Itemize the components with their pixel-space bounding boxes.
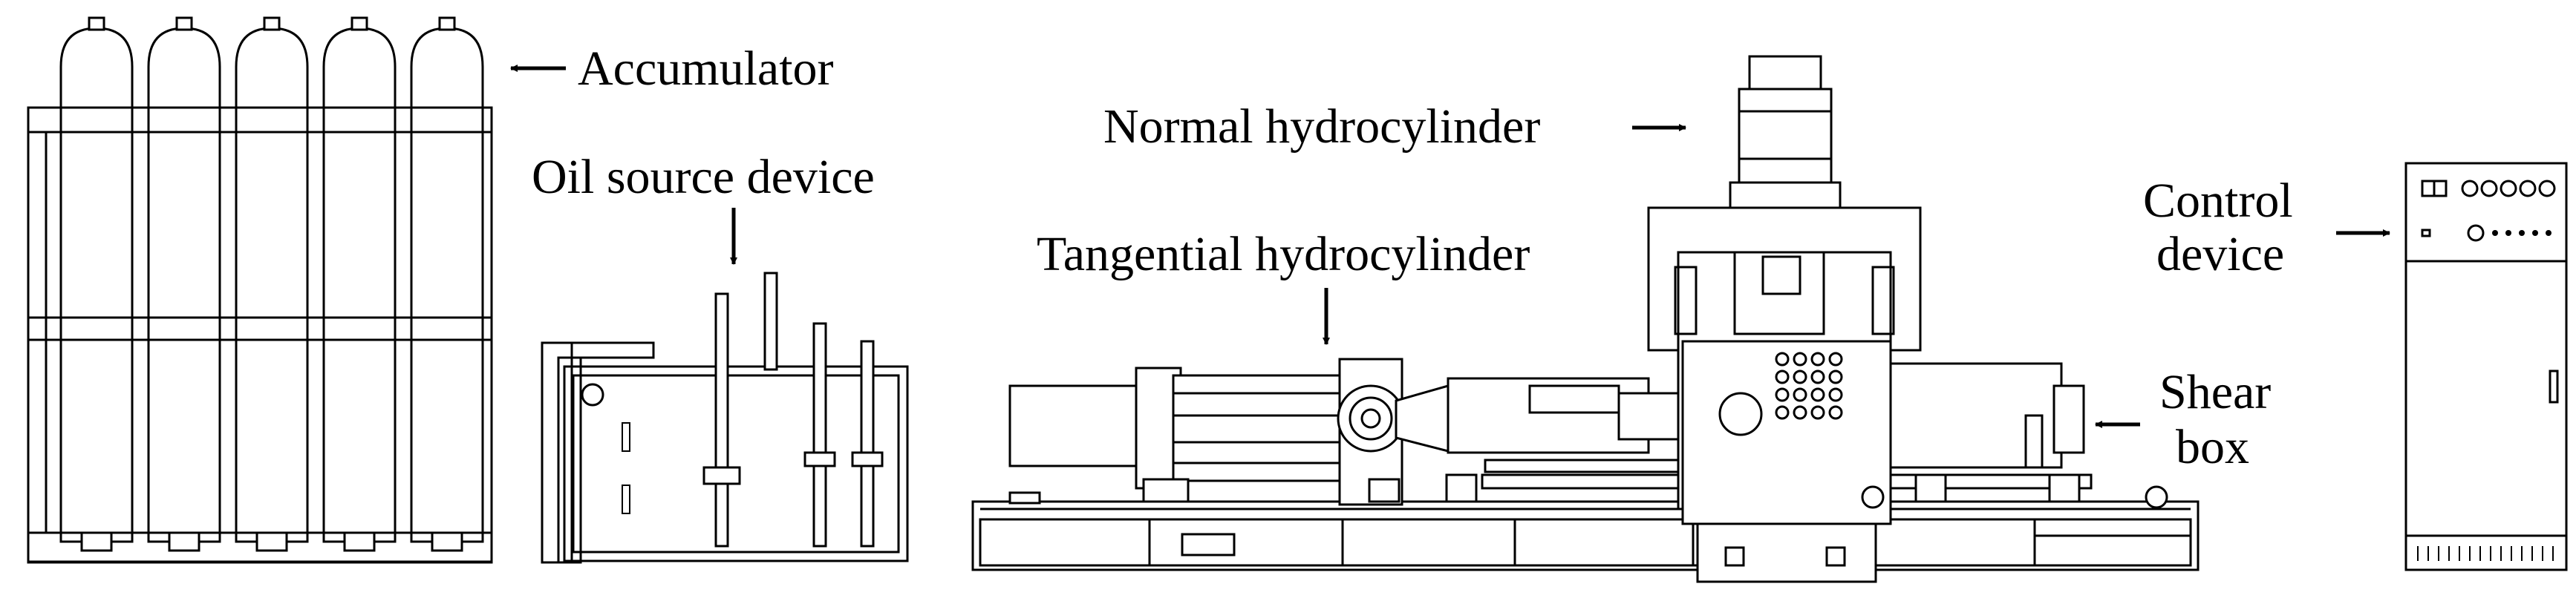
shear-machine-group: [971, 55, 2200, 583]
tangential-cylinder-body: [1008, 384, 1145, 467]
tangential-cylinder-label: Tangential hydrocylinder: [1037, 227, 1530, 281]
tangential-joint: [1337, 384, 1405, 453]
accumulator-tank-1: [59, 16, 134, 552]
cabinet-handle: [2549, 370, 2559, 404]
control-cabinet: [2404, 162, 2568, 571]
accumulator-tank-4: [322, 16, 397, 552]
port-grid: [1775, 352, 1843, 420]
control-device-label-line2: device: [2156, 227, 2284, 281]
cabinet-vents: [2417, 546, 2554, 561]
machine-base: [971, 500, 2200, 571]
accumulator-tank-3: [235, 16, 309, 552]
shear-box-label-line1: Shear: [2159, 365, 2271, 419]
control-device-label-line1: Control: [2143, 174, 2293, 228]
accumulator-label: Accumulator: [578, 42, 834, 96]
normal-cylinder-label: Normal hydrocylinder: [1103, 99, 1540, 154]
accumulator-tank-2: [147, 16, 221, 552]
accumulator-group: [27, 16, 493, 564]
control-device-group: [2404, 162, 2568, 571]
oil-source-label: Oil source device: [532, 150, 875, 204]
oil-tank: [563, 365, 909, 562]
shear-box-label-line2: box: [2176, 420, 2249, 474]
oil-source-group: [541, 272, 909, 564]
accumulator-tank-5: [410, 16, 484, 552]
oil-gauge-icon: [581, 383, 604, 407]
